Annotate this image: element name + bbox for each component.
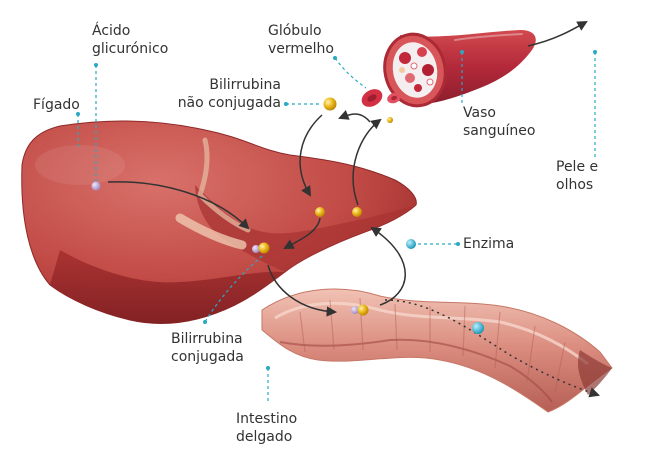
leader-bili-c <box>204 255 263 323</box>
bilirubin-molecule <box>352 207 362 217</box>
arrow-cell-to-bilirubin <box>338 110 371 123</box>
label-globulo-vermelho: Glóbulo vermelho <box>268 23 334 57</box>
bilirubin-molecule <box>315 207 325 217</box>
molecules <box>91 97 484 334</box>
leader-lines <box>77 52 596 404</box>
label-figado: Fígado <box>33 97 80 113</box>
acid-molecule <box>252 245 260 253</box>
small-intestine <box>261 288 613 413</box>
blood-vessel <box>383 30 536 108</box>
acid-molecule <box>91 181 101 191</box>
liver <box>21 120 417 324</box>
leader-globulo <box>334 57 367 89</box>
enzyme-molecule <box>406 239 416 249</box>
label-acido-glicuronico: Ácido glicurónico <box>92 23 169 57</box>
arrow-to-conjugation <box>283 217 321 249</box>
flow-arrows <box>107 20 600 398</box>
label-bilirrubina-nao-conjugada: Bilirrubina não conjugada <box>177 77 281 111</box>
enzyme-molecule <box>472 322 484 334</box>
vessel-cells <box>399 47 434 92</box>
arrow-to-intestine <box>267 264 338 317</box>
label-intestino-delgado: Intestino delgado <box>236 411 298 445</box>
arrow-intestine-to-liver <box>370 226 406 306</box>
bilirubin-molecule <box>258 242 270 254</box>
label-bilirrubina-conjugada: Bilirrubina conjugada <box>171 331 244 365</box>
arrow-bilirubin-to-liver <box>299 114 323 197</box>
acid-molecule <box>351 306 359 314</box>
arrow-excretion <box>384 299 600 398</box>
bilirubin-molecule <box>357 304 369 316</box>
arrow-acid-to-conjugation <box>107 181 250 230</box>
arrow-to-skin <box>527 20 588 47</box>
arrow-liver-to-vessel <box>352 118 382 206</box>
bilirubin-molecule <box>387 117 393 123</box>
label-vaso-sanguineo: Vaso sanguíneo <box>463 105 536 139</box>
bilirubin-molecule <box>323 97 337 111</box>
label-pele-e-olhos: Pele e olhos <box>556 159 599 193</box>
label-enzima: Enzima <box>463 236 515 252</box>
leader-dots <box>76 50 597 370</box>
red-blood-cells <box>361 89 401 107</box>
